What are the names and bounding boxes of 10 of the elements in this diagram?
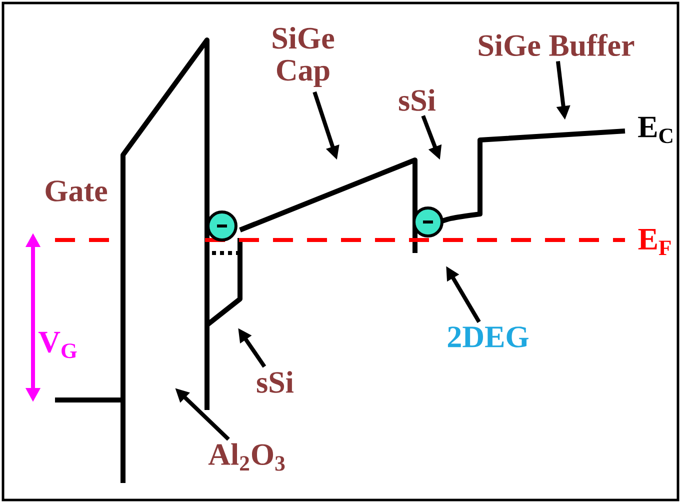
gate-label: Gate [46, 180, 108, 202]
fermi-level-label: E$_{F}$ [638, 229, 671, 255]
part-label: SiGe Buffer [478, 34, 634, 56]
part-label: sSi [256, 371, 294, 393]
part-label: sSi [398, 89, 436, 111]
part-label: Al$_{2}$O$_{3}$ [208, 443, 285, 471]
part-label: 2DEG [448, 326, 528, 348]
conduction-band-label: E$_{C}$ [638, 116, 672, 144]
gate-voltage-label: V$_{G}$ [38, 332, 77, 358]
part-label: SiGe Cap [272, 26, 334, 88]
